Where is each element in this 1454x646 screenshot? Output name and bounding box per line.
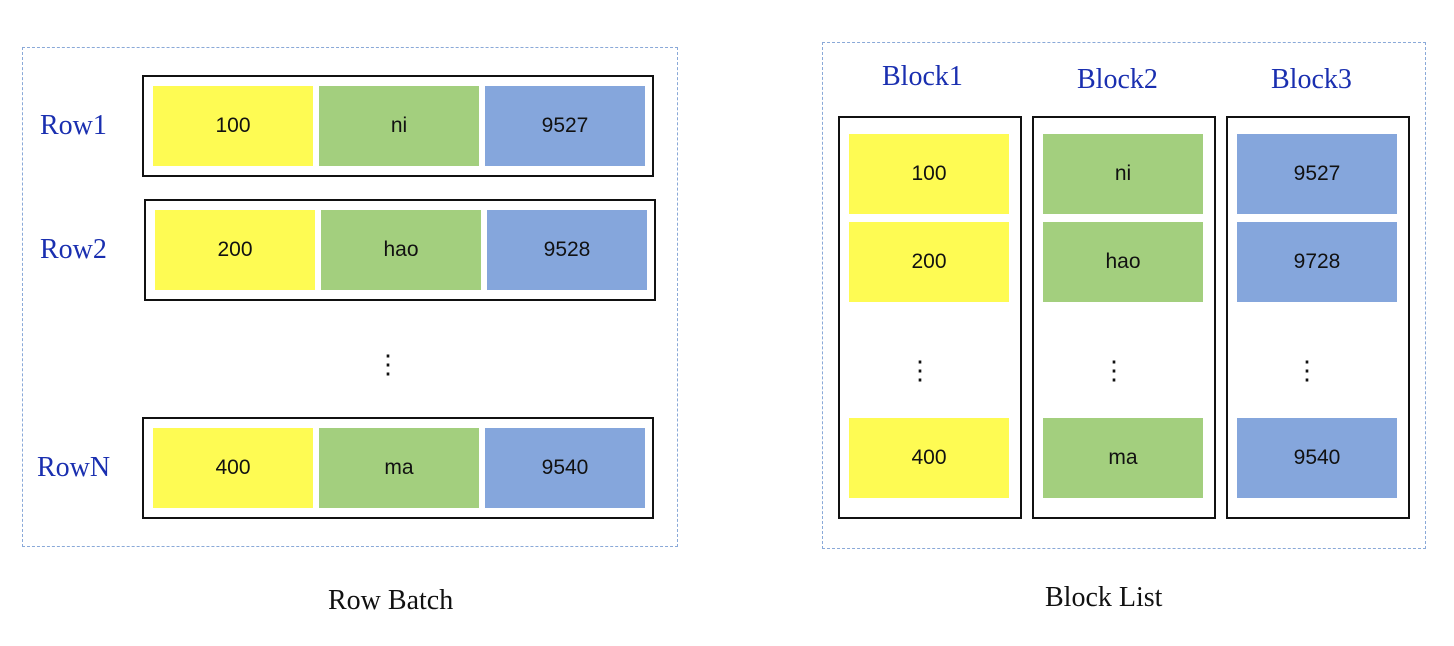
block3-cell-1: 9527: [1237, 134, 1397, 214]
block3-cell-3: 9540: [1237, 418, 1397, 498]
row-batch-caption: Row Batch: [328, 585, 454, 616]
row1-cell-3: 9527: [485, 86, 645, 166]
rown-cell-2: ma: [319, 428, 479, 508]
block2-cell-2: hao: [1043, 222, 1203, 302]
block1-cell-2: 200: [849, 222, 1009, 302]
row2-cell-1: 200: [155, 210, 315, 290]
block1-cell-3: 400: [849, 418, 1009, 498]
row1-cell-2: ni: [319, 86, 479, 166]
row2-cell-2: hao: [321, 210, 481, 290]
block2-cell-1: ni: [1043, 134, 1203, 214]
block-label-block2: Block2: [1077, 64, 1158, 95]
block-label-block1: Block1: [882, 61, 963, 92]
block1-cell-1: 100: [849, 134, 1009, 214]
row-label-row2: Row2: [40, 234, 107, 265]
block1-ellipsis: ⋮: [907, 355, 933, 385]
block2-cell-3: ma: [1043, 418, 1203, 498]
block3-cell-2: 9728: [1237, 222, 1397, 302]
block-list-caption: Block List: [1045, 582, 1163, 613]
row1-cell-1: 100: [153, 86, 313, 166]
block3-ellipsis: ⋮: [1294, 355, 1320, 385]
row-ellipsis: ⋮: [375, 349, 401, 379]
row-batch-panel: [22, 47, 678, 547]
block-list-panel: [822, 42, 1426, 549]
rown-cell-1: 400: [153, 428, 313, 508]
row-label-rown: RowN: [37, 452, 111, 483]
block-label-block3: Block3: [1271, 64, 1352, 95]
row-label-row1: Row1: [40, 110, 107, 141]
rown-cell-3: 9540: [485, 428, 645, 508]
block2-ellipsis: ⋮: [1101, 355, 1127, 385]
row2-cell-3: 9528: [487, 210, 647, 290]
